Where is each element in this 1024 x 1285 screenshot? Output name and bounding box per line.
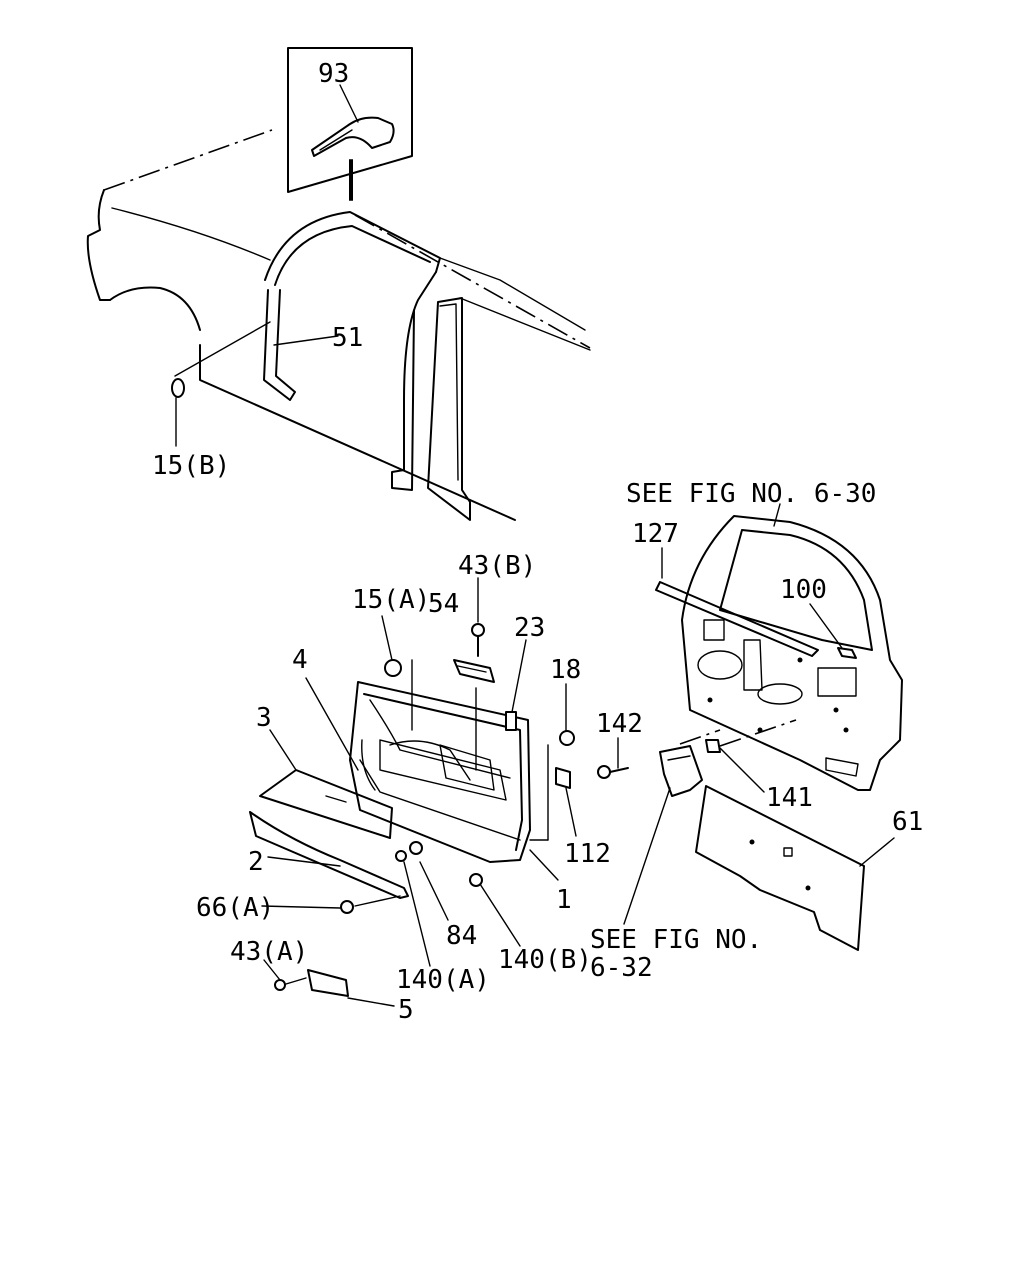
label-141: 141 [766,783,813,813]
label-140b: 140(B) [498,945,592,975]
label-2: 2 [248,847,264,877]
leader-630 [773,503,781,527]
label-100: 100 [780,575,827,605]
label-15a: 15(A) [352,585,430,615]
part-5 [307,969,349,997]
label-23: 23 [514,613,545,643]
leader-66a-b [354,895,401,907]
leader-15b-dash [174,321,271,377]
label-43b: 43(B) [458,551,536,581]
leader-140a [403,861,431,967]
ref-fig-630: SEE FIG NO. 6-30 [626,479,876,509]
inset-box-93 [287,47,413,201]
label-54: 54 [428,589,459,619]
part-61-panel [695,785,865,951]
label-51: 51 [332,323,363,353]
leader-112 [565,787,577,837]
label-140a: 140(A) [396,965,490,995]
ref-fig-632-line1: SEE FIG NO. [590,925,762,955]
label-93: 93 [318,59,349,89]
fasteners [274,623,629,991]
leader-23 [511,639,527,713]
leader-3 [269,729,297,771]
label-112: 112 [564,839,611,869]
label-66a: 66(A) [196,893,274,923]
label-18: 18 [550,655,581,685]
leader-51 [273,335,339,346]
door-inner-panel [655,515,903,791]
lower-trim-parts [249,769,409,899]
leader-15a [381,615,393,661]
label-127: 127 [632,519,679,549]
leader-141 [719,747,765,793]
leader-2 [267,856,341,867]
leader-100 [809,603,843,649]
leader-4 [305,677,359,771]
label-1: 1 [556,885,572,915]
leader-43a [285,977,307,985]
leader-1 [529,849,559,881]
leader-61 [859,837,895,867]
leader-5 [347,997,395,1007]
leader-66a [261,905,341,909]
leader-93 [339,84,359,123]
label-15b: 15(B) [152,451,230,481]
cab-body [86,129,591,521]
ref-fig-632-line2: 6-32 [590,953,653,983]
leader-84 [419,861,449,921]
leader-632 [623,787,671,925]
label-142: 142 [596,709,643,739]
clip-15b [171,378,185,398]
label-3: 3 [256,703,272,733]
leader-140b [479,883,521,947]
label-5: 5 [398,995,414,1025]
leader-43a-b [263,959,281,981]
label-84: 84 [446,921,477,951]
door-trim-panel [349,659,549,863]
label-61: 61 [892,807,923,837]
bracket-assembly [659,719,797,797]
label-4: 4 [292,645,308,675]
label-43a: 43(A) [230,937,308,967]
